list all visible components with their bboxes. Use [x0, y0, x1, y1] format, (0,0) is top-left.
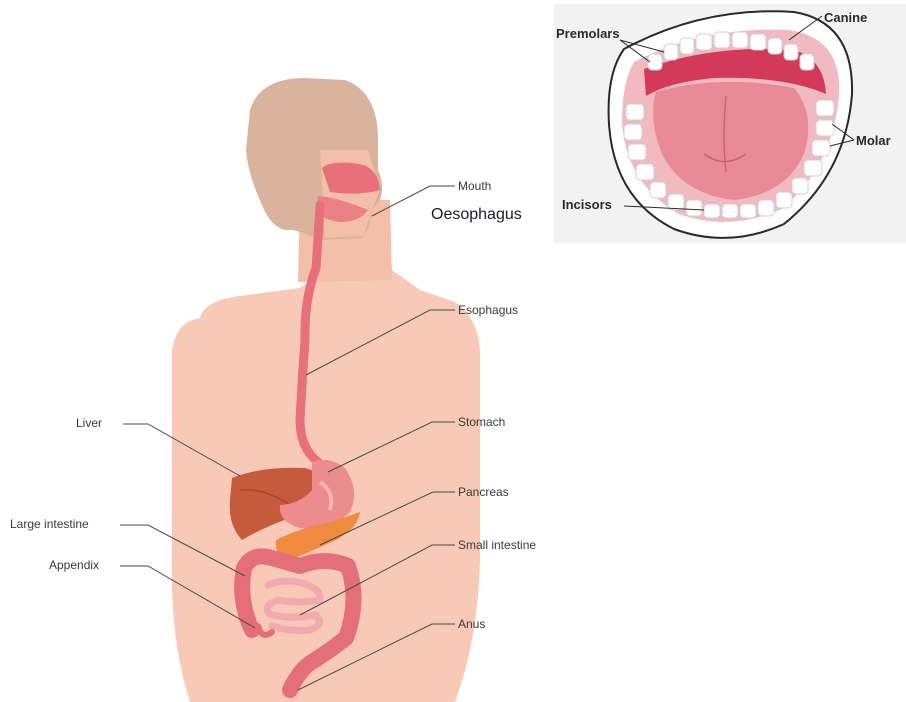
label-large-intestine: Large intestine — [10, 517, 89, 531]
label-mouth: Mouth — [458, 179, 491, 193]
label-canine: Canine — [824, 10, 867, 25]
label-appendix: Appendix — [49, 558, 99, 572]
label-liver: Liver — [76, 416, 102, 430]
label-small-intestine: Small intestine — [458, 538, 536, 552]
label-incisors: Incisors — [562, 197, 612, 212]
label-molars: Molar — [856, 133, 891, 148]
mouth-inset: Premolars Canine Molar Incisors — [554, 4, 906, 243]
label-pancreas: Pancreas — [458, 485, 509, 499]
heading-oesophagus: Oesophagus — [431, 206, 522, 224]
label-esophagus: Esophagus — [458, 303, 518, 317]
label-anus: Anus — [458, 617, 485, 631]
label-premolars: Premolars — [556, 26, 620, 41]
label-stomach: Stomach — [458, 415, 505, 429]
